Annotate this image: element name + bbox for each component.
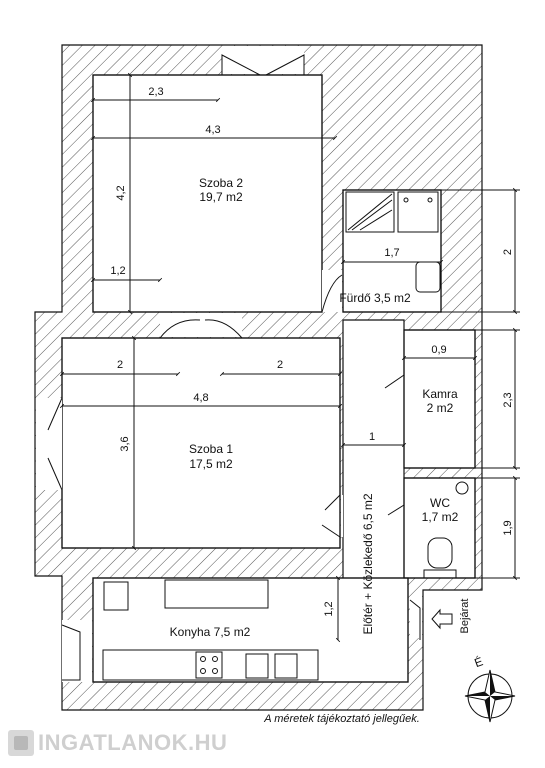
kitchen-counter bbox=[164, 579, 269, 609]
room-label-furdo: Fürdő 3,5 m2 bbox=[339, 291, 411, 305]
door-kamra bbox=[384, 374, 405, 405]
watermark-text: INGATLANOK.HU bbox=[38, 730, 228, 755]
disclaimer-note: A méretek tájékoztató jellegűek. bbox=[263, 713, 420, 725]
window-szoba1 bbox=[47, 397, 63, 491]
dim-2-3-right: 2,3 bbox=[502, 392, 514, 407]
kitchen-worktop bbox=[102, 649, 319, 681]
compass: É bbox=[464, 653, 516, 723]
window-konyha bbox=[61, 624, 81, 681]
dim-4-2: 4,2 bbox=[115, 185, 127, 200]
kitchen-cabinet bbox=[103, 581, 129, 611]
room-name-wc: WC bbox=[430, 496, 450, 510]
room-area-wc: 1,7 m2 bbox=[422, 510, 459, 524]
shower-lines bbox=[347, 193, 393, 231]
toilet-icon bbox=[427, 537, 453, 569]
room-name-szoba1: Szoba 1 bbox=[189, 442, 233, 456]
room-outline-szoba2 bbox=[92, 74, 323, 313]
room-name-szoba2: Szoba 2 bbox=[199, 176, 243, 190]
room-label-eloter: Előtér + Közlekedő 6,5 m2 bbox=[361, 493, 375, 634]
room-area-szoba1: 17,5 m2 bbox=[189, 457, 233, 471]
entrance-arrow-icon bbox=[431, 608, 453, 630]
room-labels: Szoba 2 19,7 m2 Szoba 1 17,5 m2 Fürdő 3,… bbox=[170, 176, 459, 639]
dim-1-9: 1,9 bbox=[502, 520, 514, 535]
window-szoba2 bbox=[221, 54, 305, 76]
door-entrance bbox=[409, 599, 421, 640]
dim-1-7: 1,7 bbox=[384, 247, 399, 259]
entrance-label: Bejárat bbox=[459, 599, 471, 634]
room-outline-furdo bbox=[342, 189, 442, 313]
dim-3-6: 3,6 bbox=[119, 436, 131, 451]
dim-0-9: 0,9 bbox=[431, 344, 446, 356]
room-area-szoba2: 19,7 m2 bbox=[199, 190, 243, 204]
dim-1: 1 bbox=[369, 431, 375, 443]
toilet-tank bbox=[423, 569, 457, 579]
dim-1-2-kitchen: 1,2 bbox=[323, 601, 335, 616]
dim-2-mid: 2 bbox=[277, 359, 283, 371]
door-furdo bbox=[321, 274, 343, 313]
bathtub-fixture bbox=[397, 191, 439, 233]
shower-fixture bbox=[345, 191, 395, 233]
sink-bathroom bbox=[415, 261, 441, 293]
dim-4-3: 4,3 bbox=[205, 124, 220, 136]
dimension-lines bbox=[59, 72, 520, 643]
dim-4-8: 4,8 bbox=[193, 392, 208, 404]
door-szoba1 bbox=[159, 319, 243, 339]
door-konyha bbox=[321, 494, 341, 538]
room-area-kamra: 2 m2 bbox=[427, 401, 454, 415]
watermark-icon bbox=[8, 730, 34, 756]
sink-kitchen-right bbox=[274, 653, 298, 679]
room-label-konyha: Konyha 7,5 m2 bbox=[170, 625, 251, 639]
fixtures bbox=[102, 191, 469, 681]
watermark-logo: INGATLANOK.HU bbox=[8, 727, 227, 759]
wc-sink-icon bbox=[455, 481, 469, 495]
room-outline-konyha bbox=[92, 577, 409, 683]
dim-2-3-top: 2,3 bbox=[148, 86, 163, 98]
doors bbox=[36, 46, 422, 682]
stove-icon bbox=[195, 651, 223, 679]
sink-kitchen-left bbox=[245, 653, 269, 679]
compass-north-label: É bbox=[472, 653, 485, 670]
dim-1-2: 1,2 bbox=[110, 265, 125, 277]
door-wc bbox=[387, 504, 405, 540]
dimension-labels: 2,3 4,3 4,2 1,2 1,7 2 2 2 4,8 3,6 0,9 2,… bbox=[110, 86, 514, 617]
room-name-kamra: Kamra bbox=[422, 387, 458, 401]
dim-2-left: 2 bbox=[117, 359, 123, 371]
dim-2-right: 2 bbox=[502, 249, 514, 255]
entrance-marker: Bejárat bbox=[431, 599, 471, 634]
